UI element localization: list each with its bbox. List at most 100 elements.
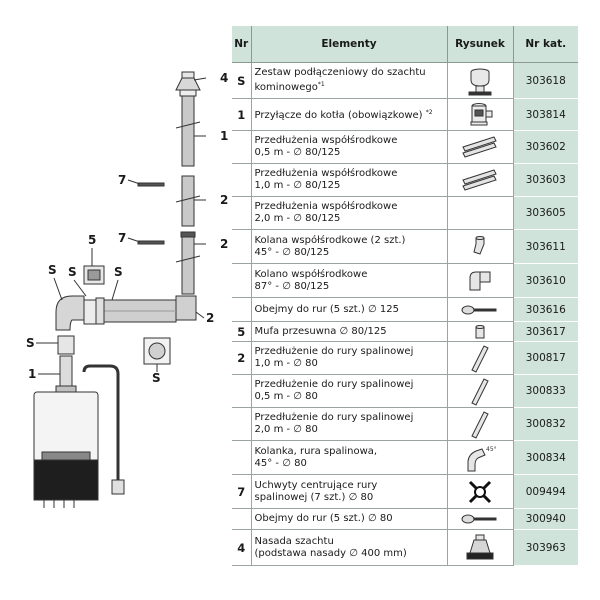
row-drawing — [447, 474, 514, 509]
flue-pipe-icon — [471, 411, 489, 439]
row-nr: 7 — [232, 474, 252, 509]
row-catalog-number: 303963 — [513, 529, 578, 566]
flue-pipe-icon — [471, 378, 489, 406]
row-nr — [232, 229, 252, 264]
callout-flue-pipe-2: 2 — [220, 193, 229, 207]
col-header-drawing: Rysunek — [447, 26, 514, 63]
table-row: Obejmy do rur (5 szt.) ∅ 80 300940 — [232, 508, 578, 530]
row-drawing — [447, 263, 514, 298]
sliding-sleeve-icon — [475, 324, 485, 338]
callout-concentric-pipe: S — [114, 265, 123, 279]
shaft-connection-kit-icon — [468, 68, 492, 95]
pipe-clamp-icon — [461, 514, 497, 524]
col-header-catalog: Nr kat. — [513, 26, 578, 63]
callout-tee: S — [68, 265, 77, 279]
callout-connector: S — [26, 336, 35, 350]
callout-flue-pipe-1: 1 — [220, 129, 229, 143]
col-header-elements: Elementy — [251, 26, 448, 63]
base-elbow — [175, 295, 197, 321]
row-nr — [232, 508, 252, 530]
footnote-mark: *2 — [425, 109, 433, 116]
row-nr: 2 — [232, 341, 252, 375]
row-nr: 1 — [232, 98, 252, 131]
table-row: 1 Przyłącze do kotła (obowiązkowe) *2 30… — [232, 98, 578, 131]
row-nr — [232, 163, 252, 197]
flue-pipe-top — [181, 95, 195, 167]
callout-rosette: S — [152, 371, 161, 385]
row-catalog-number: 009494 — [513, 474, 578, 509]
row-drawing — [447, 229, 514, 264]
row-drawing — [447, 374, 514, 408]
callout-boiler-connector: 1 — [28, 367, 37, 381]
callout-sleeve: 5 — [88, 233, 97, 247]
row-nr — [232, 440, 252, 475]
table-row: Kolana współśrodkowe (2 szt.)45° - ∅ 80/… — [232, 229, 578, 264]
row-catalog-number: 303603 — [513, 163, 578, 197]
table-row: Kolanka, rura spalinowa,45° - ∅ 80 45° 3… — [232, 440, 578, 475]
row-catalog-number: 303618 — [513, 62, 578, 99]
row-element: Zestaw podłączeniowy do szachtu kominowe… — [251, 62, 448, 99]
callout-holder-2: 7 — [118, 231, 127, 245]
table-row: Obejmy do rur (5 szt.) ∅ 125 303616 — [232, 297, 578, 322]
row-drawing — [447, 407, 514, 441]
row-element: Kolanka, rura spalinowa,45° - ∅ 80 — [251, 440, 448, 475]
row-catalog-number: 300940 — [513, 508, 578, 530]
table-row: 4 Nasada szachtu(podstawa nasady ∅ 400 m… — [232, 529, 578, 566]
row-drawing — [447, 163, 514, 197]
row-catalog-number: 300832 — [513, 407, 578, 441]
footnote-mark: *1 — [317, 81, 325, 88]
callout-holder-1: 7 — [118, 173, 127, 187]
boiler-connector-icon — [470, 102, 493, 125]
centering-holder-1 — [137, 182, 165, 187]
row-element: Obejmy do rur (5 szt.) ∅ 125 — [251, 297, 448, 322]
row-catalog-number: 300834 — [513, 440, 578, 475]
row-drawing — [447, 196, 514, 230]
table-header-row: Nr Elementy Rysunek Nr kat. — [232, 26, 578, 63]
row-nr — [232, 196, 252, 230]
row-catalog-number: 300817 — [513, 341, 578, 375]
drain-pipe — [82, 364, 120, 486]
flue-pipe-middle — [181, 175, 195, 227]
parts-table: Nr Elementy Rysunek Nr kat. S Zestaw pod… — [232, 26, 578, 566]
table-row: 5 Mufa przesuwna ∅ 80/125 303617 — [232, 321, 578, 342]
row-catalog-number: 303814 — [513, 98, 578, 131]
row-drawing — [447, 341, 514, 375]
row-nr — [232, 374, 252, 408]
left-elbow — [55, 295, 85, 331]
flue-pipe-icon — [471, 345, 489, 373]
installation-diagram: 4 1 2 2 2 7 7 5 S S S S 1 S — [0, 0, 232, 600]
row-element: Przyłącze do kotła (obowiązkowe) *2 — [251, 98, 448, 131]
row-drawing: 45° — [447, 440, 514, 475]
boiler — [33, 391, 99, 508]
concentric-extensions-icon — [462, 169, 497, 191]
row-catalog-number: 303610 — [513, 263, 578, 298]
row-element: Mufa przesuwna ∅ 80/125 — [251, 321, 448, 342]
row-drawing — [447, 130, 514, 164]
row-catalog-number: 303611 — [513, 229, 578, 264]
row-catalog-number: 303616 — [513, 297, 578, 322]
row-drawing — [447, 321, 514, 342]
centering-holder-icon — [468, 480, 492, 503]
row-drawing — [447, 62, 514, 99]
row-catalog-number: 303605 — [513, 196, 578, 230]
row-nr — [232, 297, 252, 322]
flue-elbow-45-icon: 45° — [467, 446, 497, 471]
row-nr: S — [232, 62, 252, 99]
row-catalog-number: 300833 — [513, 374, 578, 408]
flue-elbow-angle-label: 45° — [486, 446, 497, 453]
row-drawing — [447, 297, 514, 322]
flue-system-drawing — [33, 71, 207, 508]
row-nr — [232, 407, 252, 441]
callout-elbow: S — [48, 263, 57, 277]
